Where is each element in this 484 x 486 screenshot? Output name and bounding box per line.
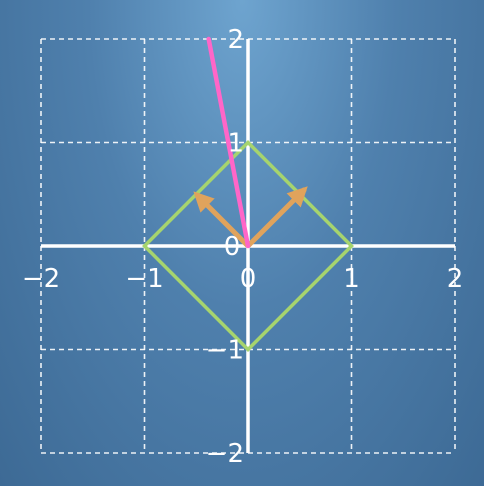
- y-tick-label: 2: [227, 25, 244, 55]
- x-tick-label: 0: [240, 264, 257, 294]
- x-tick-label: 1: [343, 264, 360, 294]
- unit-diamond: [142, 140, 354, 352]
- orange-vector-right: [246, 186, 308, 248]
- shapes: [142, 36, 354, 352]
- tick-labels: −2 −1 0 1 2 2 1 0 −1 −2: [22, 25, 463, 469]
- x-tick-label: −1: [125, 264, 163, 294]
- y-tick-label: −1: [206, 336, 244, 366]
- origin-label: 0: [224, 232, 241, 262]
- y-tick-label: −2: [206, 439, 244, 469]
- x-tick-label: 2: [447, 264, 464, 294]
- magenta-line: [206, 36, 251, 249]
- orange-vector-left: [193, 191, 250, 248]
- y-tick-label: 1: [227, 129, 244, 159]
- x-tick-label: −2: [22, 264, 60, 294]
